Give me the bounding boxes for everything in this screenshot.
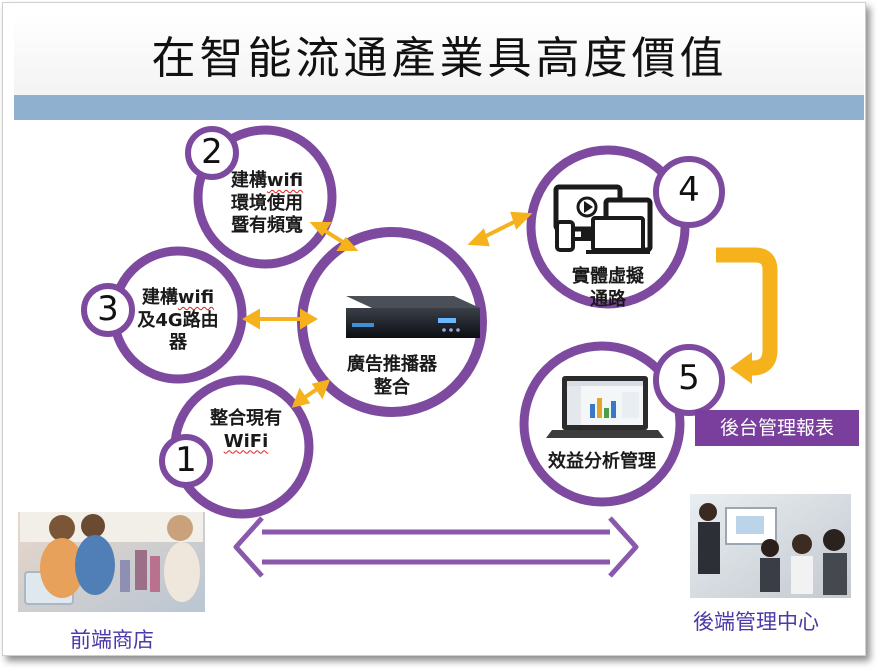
flow-4-to-5-arrowhead — [730, 352, 752, 384]
analytics-laptop-icon — [546, 376, 664, 438]
node-5-number: 5 — [678, 358, 700, 398]
frontend-backend-double-arrow — [233, 516, 639, 578]
node-2-line1-prefix: 建構 — [230, 170, 267, 191]
storefront-photo — [18, 512, 205, 612]
center-label: 廣告推播器 整合 — [342, 354, 442, 399]
node-1-label: 整合現有 WiFi — [196, 408, 296, 453]
management-center-photo — [690, 494, 851, 598]
badge-2 — [185, 126, 239, 180]
node-3-line3: 器 — [169, 332, 187, 353]
center-line2: 整合 — [374, 376, 410, 398]
link-3-center-arrow — [242, 308, 318, 330]
node-2-number: 2 — [201, 132, 223, 172]
badge-4 — [653, 156, 725, 228]
node-4-line1: 實體虛擬 — [572, 266, 644, 287]
node-4-line2: 通路 — [590, 288, 626, 310]
link-1-center-arrow — [291, 379, 331, 408]
ad-player-device-icon — [346, 296, 480, 338]
node-3-label: 建構wifi 及4G路由 器 — [128, 287, 228, 355]
node-1-line2: WiFi — [223, 430, 269, 452]
node-3-number: 3 — [97, 289, 119, 329]
center-line1: 廣告推播器 — [347, 354, 437, 375]
node-1-line1: 整合現有 — [210, 408, 282, 429]
link-2-center-arrow — [309, 222, 359, 251]
badge-1 — [159, 434, 213, 488]
node-2-line1-wifi: wifi — [266, 170, 304, 191]
multi-device-icon — [553, 184, 653, 254]
backend-center-label: 後端管理中心 — [693, 610, 819, 634]
node-4-number: 4 — [678, 170, 700, 210]
node-2-line2: 環境使用 — [231, 192, 303, 214]
node-2-line3: 暨有頻寬 — [231, 215, 303, 236]
page-title: 在智能流通產業具高度價值 — [151, 33, 728, 84]
node-3-line1-wifi: wifi — [177, 287, 215, 308]
node-3-line2: 及4G路由 — [137, 309, 219, 331]
node-3-line1: 建構wifi — [128, 287, 228, 310]
node-2-line1: 建構wifi — [212, 170, 322, 193]
node-1-number: 1 — [175, 440, 197, 480]
backend-report-tag: 後台管理報表 — [695, 410, 859, 446]
title-accent-bar — [14, 95, 864, 120]
node-5-label: 效益分析管理 — [548, 451, 656, 472]
frontend-store-label: 前端商店 — [70, 628, 154, 652]
badge-5 — [653, 344, 725, 416]
title-band — [14, 14, 864, 96]
link-center-4-arrow — [467, 211, 533, 247]
badge-3 — [81, 283, 135, 337]
flow-4-to-5-arrow — [716, 247, 778, 376]
node-2-label: 建構wifi 環境使用 暨有頻寬 — [212, 170, 322, 238]
node-4-label: 實體虛擬 通路 — [556, 266, 660, 311]
node-3-line1-prefix: 建構 — [141, 287, 178, 308]
